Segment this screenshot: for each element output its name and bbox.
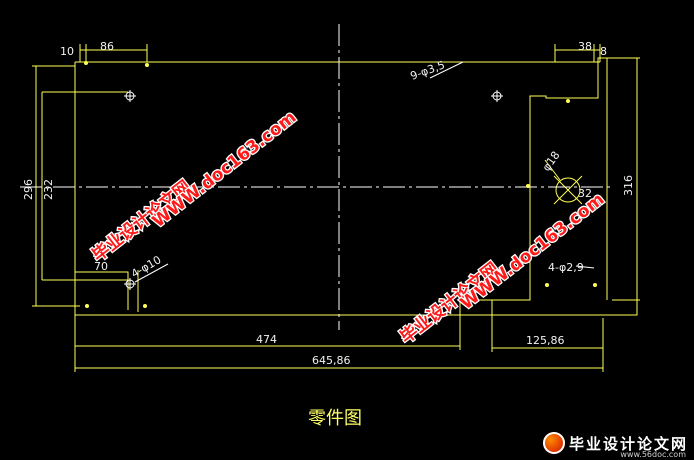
watermark-right-cn: 毕业设计论文网 — [396, 258, 503, 348]
dim-top-right-width: 38 — [578, 40, 592, 53]
hole-symbols — [124, 90, 503, 290]
dim-circle-18: φ18 — [540, 149, 563, 174]
dim-hole-left: 4-φ10 — [129, 253, 163, 280]
dim-height-overall: 296 — [22, 179, 35, 200]
dim-top-left-width: 86 — [100, 40, 114, 53]
dim-width-overall: 645,86 — [312, 354, 351, 367]
dim-height-inner: 232 — [42, 179, 55, 200]
dim-top-left-offset: 10 — [60, 45, 74, 58]
dim-circle-32: 32 — [578, 187, 592, 200]
hole-markers — [84, 61, 597, 308]
drawing-caption: 零件图 — [308, 408, 362, 429]
dim-height-right: 316 — [622, 175, 635, 196]
dim-width-474: 474 — [256, 333, 277, 346]
watermark-left-cn: 毕业设计论文网 — [88, 176, 195, 266]
dim-top-right-offset: 8 — [600, 45, 607, 58]
logo-emblem-icon — [542, 432, 565, 454]
dim-hole-right: 4-φ2,9 — [548, 261, 584, 274]
site-logo: 毕业设计论文网 — [542, 432, 688, 454]
watermark-right-url: WWW.doc163.com — [457, 189, 609, 314]
dim-left-low-width: 70 — [94, 260, 108, 273]
watermark-left-url: WWW.doc163.com — [149, 107, 301, 232]
logo-url: www.56doc.com — [620, 450, 686, 459]
logo-text: 毕业设计论文网 — [568, 434, 688, 453]
leader-lines — [134, 61, 595, 283]
part-outline — [32, 44, 640, 372]
center-lines — [20, 24, 610, 330]
dim-width-right-bottom: 125,86 — [526, 334, 565, 347]
